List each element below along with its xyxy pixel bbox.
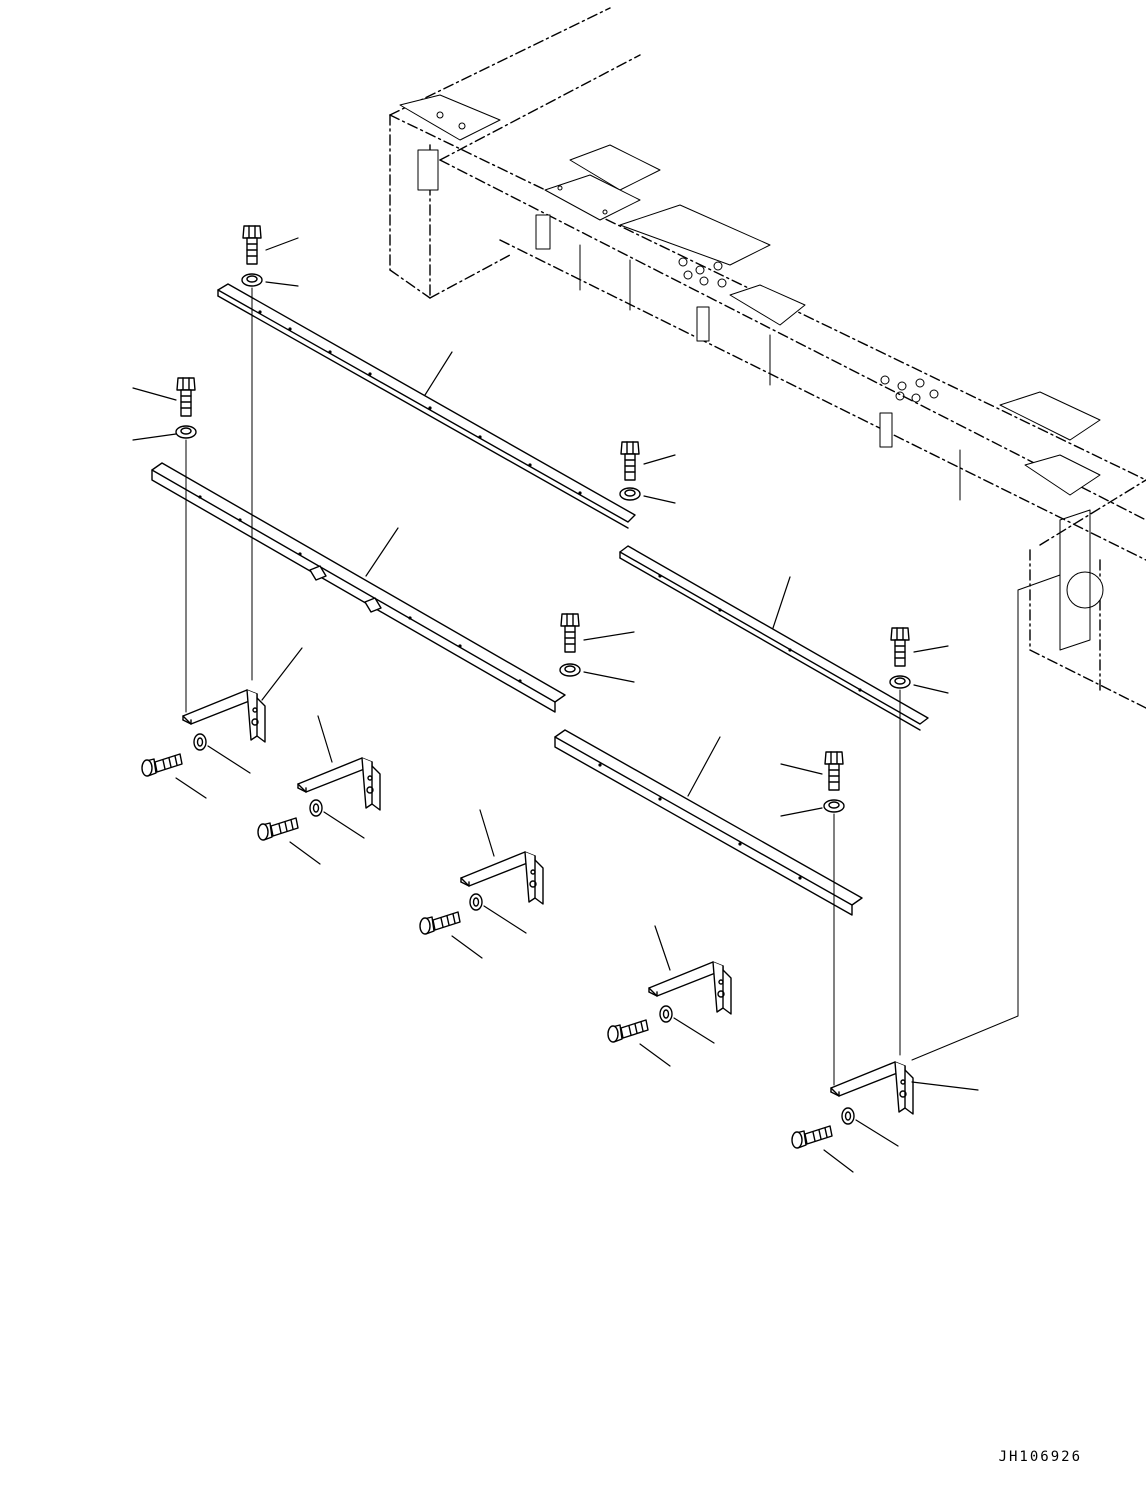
bracket — [182, 689, 266, 743]
stay-bar-a — [217, 283, 636, 529]
washer — [823, 799, 845, 813]
frame-structure — [389, 7, 1146, 709]
washer — [175, 425, 197, 439]
bolt — [257, 817, 299, 841]
bolt — [176, 377, 196, 417]
washer — [841, 1107, 855, 1125]
washer — [619, 487, 641, 501]
bolt — [620, 441, 640, 481]
washer — [469, 893, 483, 911]
bolt — [890, 627, 910, 667]
washer — [889, 675, 911, 689]
bolt — [560, 613, 580, 653]
bolt — [607, 1019, 649, 1043]
bolt — [824, 751, 844, 791]
washer — [309, 799, 323, 817]
bracket — [297, 757, 381, 811]
angle-bar-b — [554, 729, 863, 916]
washer — [559, 663, 581, 677]
bolt — [242, 225, 262, 265]
bolt — [791, 1125, 833, 1149]
bolt — [419, 911, 461, 935]
stay-bar-b — [619, 545, 929, 731]
leader-lines — [132, 237, 979, 1173]
drawing-reference-code: JH106926 — [998, 1449, 1082, 1465]
bracket — [830, 1061, 914, 1115]
bracket — [648, 961, 732, 1015]
angle-bar-a — [151, 462, 566, 713]
bolt — [141, 753, 183, 777]
washer — [659, 1005, 673, 1023]
washer — [193, 733, 207, 751]
assembly-lines — [185, 287, 1061, 1086]
washer — [241, 273, 263, 287]
